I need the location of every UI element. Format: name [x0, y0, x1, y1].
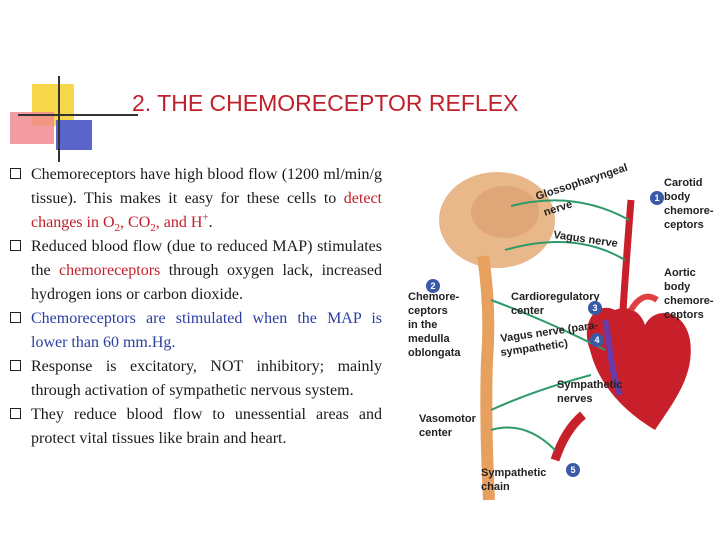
checkbox-bullet-icon — [10, 240, 21, 251]
decor-vertical-line — [58, 76, 60, 162]
brain-inner — [471, 186, 539, 238]
sympathetic-chain-line — [490, 426, 556, 451]
label-glossopharyngeal: Glossopharyngeal — [534, 162, 629, 203]
decor-red-square — [10, 112, 54, 144]
bullet-item: Chemoreceptors have high blood flow (120… — [8, 163, 382, 235]
svg-text:chain: chain — [481, 481, 510, 493]
svg-text:ceptors: ceptors — [664, 219, 704, 231]
bullet-item: Reduced blood flow (due to reduced MAP) … — [8, 235, 382, 307]
step-badge-2 — [426, 279, 440, 293]
checkbox-bullet-icon — [10, 408, 21, 419]
label-chemoreceptors-medulla: Chemore- — [408, 291, 460, 303]
glossopharyngeal-nerve-line — [510, 199, 630, 221]
spinal-cord — [477, 255, 495, 501]
svg-text:4: 4 — [594, 335, 599, 345]
svg-text:body: body — [664, 191, 691, 203]
svg-text:medulla: medulla — [408, 333, 450, 345]
checkbox-bullet-icon — [10, 360, 21, 371]
svg-text:in the: in the — [408, 319, 437, 331]
highlight-text: detect changes in O2, CO2, and H+ — [31, 190, 382, 235]
label-aortic: Aortic — [664, 267, 696, 279]
aortic-arch — [628, 293, 659, 312]
bullet-item: Response is excitatory, NOT inhibitory; … — [8, 355, 382, 403]
bullet-list: Chemoreceptors have high blood flow (120… — [8, 163, 382, 451]
svg-text:center: center — [511, 305, 545, 317]
svg-text:5: 5 — [570, 465, 575, 475]
svg-text:3: 3 — [592, 303, 597, 313]
svg-text:oblongata: oblongata — [408, 347, 461, 359]
checkbox-bullet-icon — [10, 168, 21, 179]
bullet-item: They reduce blood flow to unessential ar… — [8, 403, 382, 451]
heart-illustration — [586, 307, 691, 430]
blood-vessel — [550, 411, 586, 462]
step-badge-3 — [588, 301, 602, 315]
decor-horizontal-line — [18, 114, 138, 116]
slide-title: 2. THE CHEMORECEPTOR REFLEX — [132, 90, 519, 116]
svg-text:nerves: nerves — [557, 393, 592, 405]
svg-text:2: 2 — [430, 281, 435, 291]
label-cardioregulatory-center: Cardioregulatory — [511, 291, 601, 303]
svg-text:body: body — [664, 281, 691, 293]
svg-text:center: center — [419, 427, 453, 439]
svg-text:chemore-: chemore- — [664, 295, 714, 307]
svg-text:chemore-: chemore- — [664, 205, 714, 217]
vena-cava — [602, 319, 623, 397]
step-badge-5 — [566, 463, 580, 477]
sympathetic-nerve-line — [490, 374, 592, 411]
carotid-artery — [619, 199, 635, 311]
chemoreceptor-reflex-diagram: Glossopharyngeal nerve Carotid body chem… — [408, 162, 714, 501]
svg-text:ceptors: ceptors — [408, 305, 448, 317]
step-badge-1 — [650, 191, 664, 205]
svg-text:ceptors: ceptors — [664, 309, 704, 321]
checkbox-bullet-icon — [10, 312, 21, 323]
label-sympathetic-chain: Sympathetic — [481, 467, 546, 479]
bullet-item: Chemoreceptors are stimulated when the M… — [8, 307, 382, 355]
decor-blue-square — [56, 120, 92, 150]
svg-text:1: 1 — [654, 193, 659, 203]
highlight-text: chemoreceptors — [59, 262, 161, 279]
label-sympathetic-nerves: Sympathetic — [557, 379, 622, 391]
label-vagus-nerve: Vagus nerve — [553, 229, 619, 250]
vagus-nerve-line — [504, 241, 626, 261]
label-carotid: Carotid — [664, 177, 703, 189]
label-vasomotor-center: Vasomotor — [419, 413, 477, 425]
step-badge-4 — [590, 333, 604, 347]
